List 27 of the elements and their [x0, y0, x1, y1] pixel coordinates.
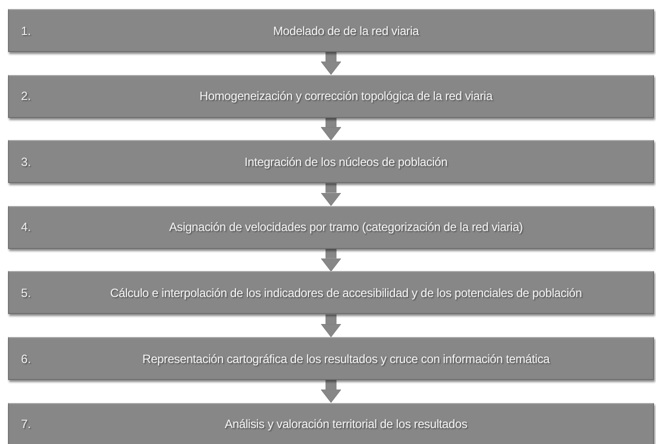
step-number: 7.	[21, 417, 32, 432]
step-label: Integración de los núcleos de población	[243, 154, 448, 169]
block-arrow	[320, 314, 342, 338]
step-bar	[8, 9, 654, 52]
step-number: 2.	[21, 89, 32, 104]
step-label: Análisis y valoración territorial de los resultados	[224, 417, 468, 432]
block-arrow	[320, 380, 342, 403]
step-bar	[8, 206, 654, 249]
block-arrow	[320, 118, 342, 140]
step-number: 3.	[21, 154, 32, 169]
step-bar	[8, 74, 654, 118]
step-number: 4.	[21, 220, 32, 234]
block-arrow	[320, 52, 342, 75]
step-number: 5.	[21, 286, 32, 300]
block-arrow	[320, 248, 342, 272]
step-bar	[8, 337, 654, 380]
step-label: Homogeneización y corrección topológica de la red viaria	[198, 89, 494, 104]
step-number: 6.	[21, 352, 32, 366]
step-bar	[8, 140, 654, 184]
block-arrow	[320, 183, 342, 206]
step-bar	[8, 271, 654, 314]
step-number: 1.	[21, 24, 32, 38]
step-label: Cálculo e interpolación de los indicadores de accesibilidad y de los potenciales de población	[109, 286, 583, 300]
step-label: Representación cartográfica de los resultados y cruce con información temática	[141, 352, 551, 366]
step-bar	[8, 402, 654, 444]
step-label: Modelado de de la red viaria	[272, 24, 420, 38]
step-label: Asignación de velocidades por tramo (categorización de la red viaria)	[168, 220, 524, 234]
